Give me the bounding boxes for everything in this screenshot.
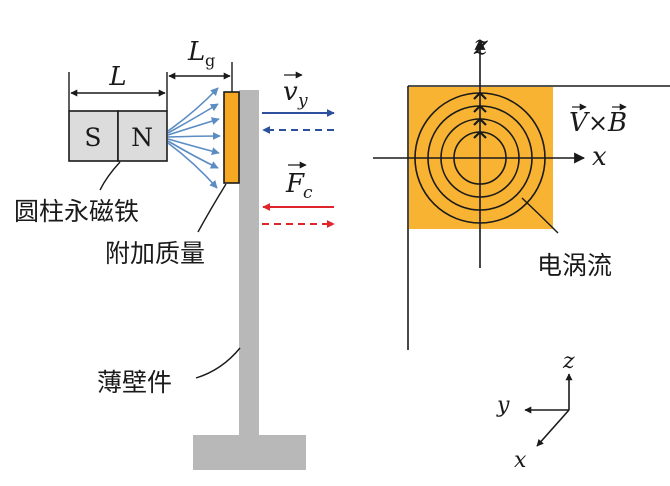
magnet-pole-s: S <box>84 123 101 152</box>
cross-product-label: V × B <box>569 103 627 138</box>
field-line <box>167 140 219 169</box>
magnet-pole-n: N <box>131 123 153 152</box>
velocity-sub: y <box>297 91 308 111</box>
axis-z-label: z <box>473 31 488 61</box>
left-labels: 圆柱永磁铁 附加质量 薄壁件 <box>14 161 241 397</box>
field-line <box>167 132 221 141</box>
field-line <box>167 142 218 189</box>
length-label: L <box>108 62 126 92</box>
field-line <box>167 117 220 136</box>
label-eddy-current: 电涡流 <box>537 251 612 280</box>
field-line <box>167 103 219 134</box>
coordinate-triad: z y x <box>496 349 575 473</box>
additional-mass <box>223 91 240 184</box>
dimension-lg: L g <box>168 37 233 92</box>
label-mass: 附加质量 <box>105 239 205 268</box>
triad-y: y <box>496 393 510 418</box>
plate-bar <box>239 90 259 435</box>
field-line <box>167 138 220 156</box>
gap-label-sub: g <box>205 51 215 70</box>
velocity-arrows: v y <box>262 71 335 134</box>
eddy-view: z x V × B 电涡流 <box>373 31 670 350</box>
label-plate: 薄壁件 <box>97 368 172 397</box>
triad-x: x <box>514 448 527 473</box>
dimension-l: L <box>68 62 168 111</box>
magnet-n-block <box>117 110 168 162</box>
cross-times: × <box>588 109 608 137</box>
label-magnet: 圆柱永磁铁 <box>14 197 139 226</box>
current-direction-arrows <box>473 91 487 139</box>
velocity-symbol: v <box>283 77 298 107</box>
plate-base <box>193 435 306 470</box>
triad-z: z <box>562 349 575 374</box>
thin-wall-part <box>193 90 306 470</box>
magnet-s-block <box>68 110 119 162</box>
field-lines <box>167 87 221 189</box>
cross-v: V <box>569 108 590 138</box>
cylindrical-magnet: S N <box>68 110 168 162</box>
force-sub: c <box>303 183 313 203</box>
field-line <box>167 87 219 132</box>
force-arrows: F c <box>262 161 335 228</box>
force-symbol: F <box>285 169 305 199</box>
cross-b: B <box>607 108 627 138</box>
gap-label: L <box>187 37 205 67</box>
axis-x-label: x <box>592 142 607 172</box>
